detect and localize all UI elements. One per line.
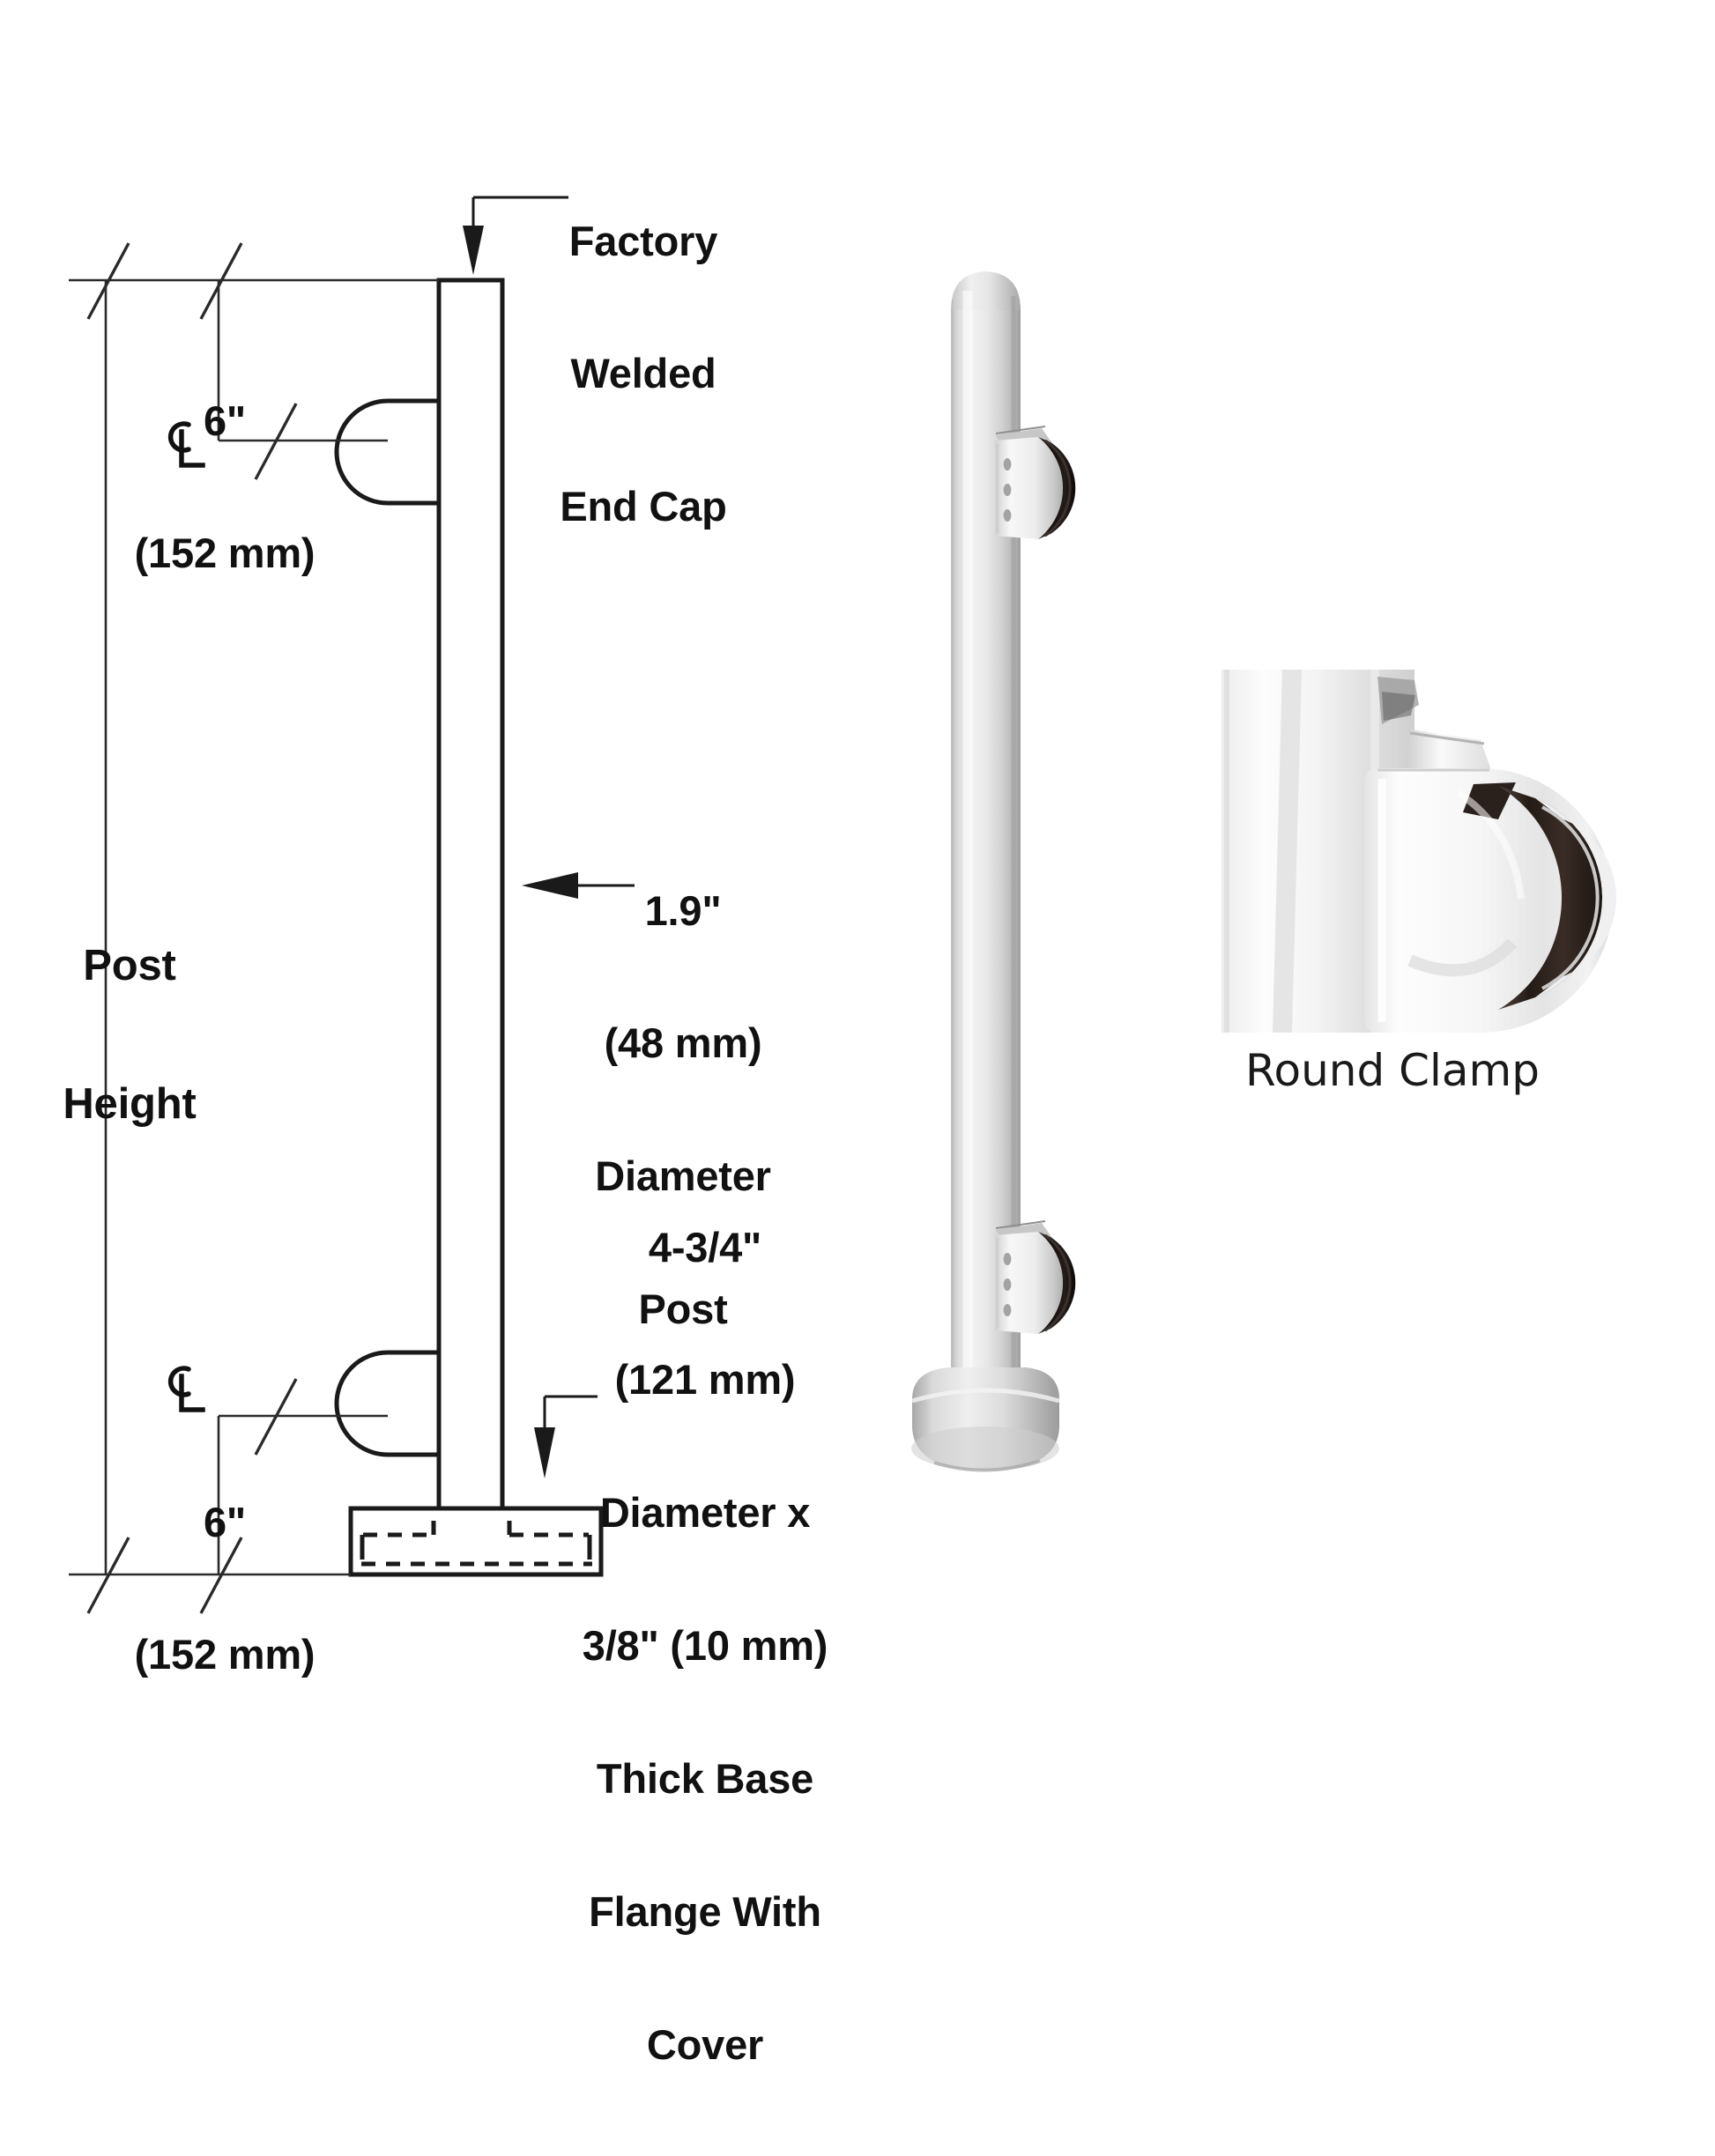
callout-post-diameter-line-2: (48 mm) [604,1019,762,1067]
clamp-bottom-gasket [1038,1232,1076,1334]
callout-end-cap-line-2: Welded [570,350,716,397]
clamp-bottom [995,1220,1076,1334]
base-flange-cover-3d [911,1367,1060,1472]
clamp-bottom-body [995,1232,1064,1334]
clamp-top [995,426,1076,539]
post-end-cap [951,271,1021,310]
post-height-line-1: Post [83,941,176,989]
inset-chrome-rim [1535,798,1617,997]
inset-glass-slot [1463,782,1516,819]
callout-post-diameter: 1.9" (48 mm) Diameter Post [529,800,837,1420]
dimension-bottom-inches: 6" [203,1498,247,1545]
technical-drawing-canvas: Factory Welded End Cap 6" (152 mm) Post … [19,130,1662,2067]
inset-clamp-collar [1407,730,1493,775]
callout-post-diameter-line-3: Diameter [595,1152,771,1200]
inset-caption: Round Clamp [1245,1045,1540,1096]
clamp-top-body [995,437,1064,539]
callout-base-flange-line-4: 3/8" (10 mm) [582,1622,828,1670]
clamp-top-screw-1 [1003,458,1012,470]
callout-base-flange-line-1: 4-3/4" [648,1223,762,1271]
clamp-top-screw-3 [1003,509,1012,522]
dimension-top-inches: 6" [203,396,247,444]
callout-end-cap-line-3: End Cap [560,483,727,530]
centerline-symbol-top [157,412,210,474]
dimension-top-mm: (152 mm) [134,530,316,577]
clamp-top-gasket [1038,437,1076,539]
dimension-bottom-mm: (152 mm) [134,1631,316,1678]
callout-post-diameter-line-4: Post [638,1285,728,1333]
centerline-symbol-bottom [157,1357,210,1419]
callout-base-flange-line-3: Diameter x [599,1489,811,1537]
callout-base-flange-line-6: Flange With [589,1887,821,1935]
dimension-bottom: 6" (152 mm) [79,1411,370,1766]
clamp-top-screw-2 [1003,484,1012,496]
post-shaft [951,307,1021,1374]
callout-base-flange-line-5: Thick Base [596,1754,814,1802]
post-height-line-2: Height [63,1080,197,1129]
clamp-bottom-screw-2 [1003,1278,1012,1291]
callout-end-cap: Factory Welded End Cap [458,130,828,618]
post-3d-render [911,271,1076,1472]
clamp-bottom-screw-1 [1003,1253,1012,1265]
round-clamp-inset-photo [1123,670,1662,1033]
callout-post-diameter-line-1: 1.9" [644,886,722,934]
callout-base-flange-line-2: (121 mm) [614,1356,796,1404]
callout-base-flange: 4-3/4" (121 mm) Diameter x 3/8" (10 mm) … [542,1137,868,2155]
callout-end-cap-line-1: Factory [568,217,718,264]
dimension-top: 6" (152 mm) [79,310,370,664]
inset-gasket [1498,786,1603,1010]
clamp-bottom-screw-3 [1003,1304,1012,1316]
inset-clamp-body [1364,768,1613,1033]
inset-post [1221,670,1414,1033]
callout-base-flange-line-7: Cover [646,2020,764,2068]
dimension-post-height: Post Height [19,850,240,1219]
